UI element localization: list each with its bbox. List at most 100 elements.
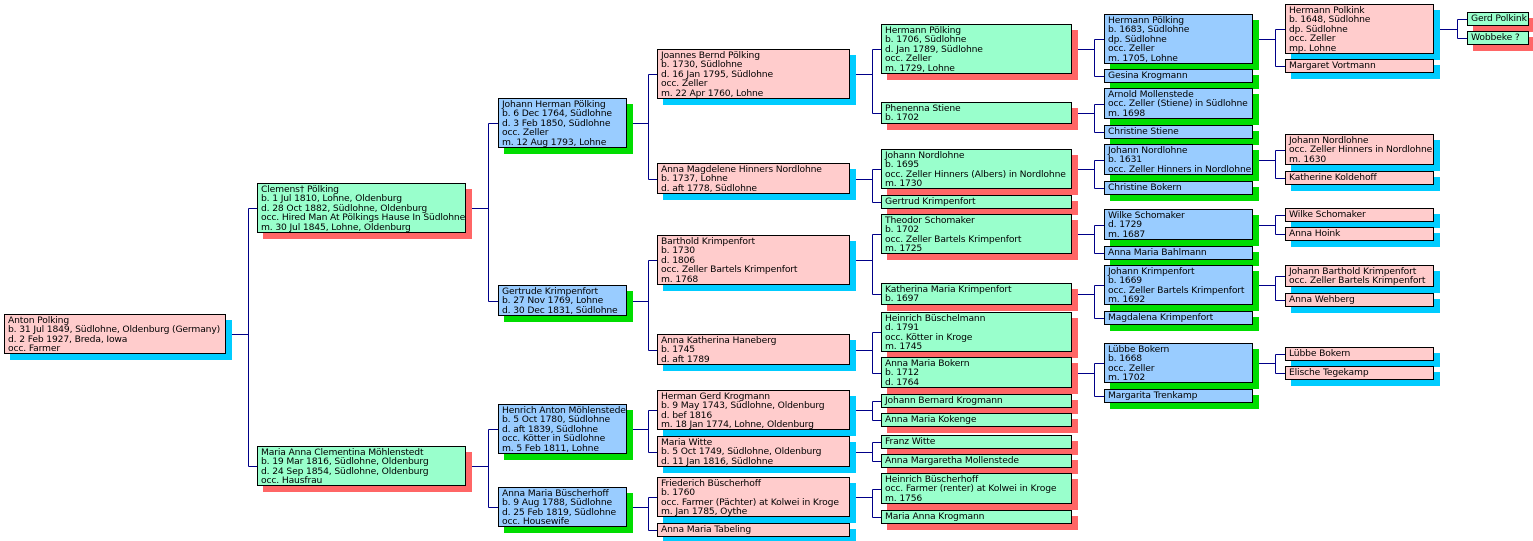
- person-box-magdalena-krimpenfort[interactable]: Magdalena Krimpenfort: [1104, 311, 1253, 325]
- person-detail: b. 1737, Lohne: [661, 173, 728, 185]
- person-name: Arnold Mollenstede: [1108, 89, 1194, 100]
- person-name: Hermann Polkink: [1289, 5, 1365, 16]
- person-box-anna-wehberg[interactable]: Anna Wehberg: [1285, 293, 1434, 307]
- person-detail: dp. Südlohne: [1108, 33, 1167, 45]
- person-detail: b. 1730: [661, 245, 696, 257]
- person-detail: d. aft 1839, Südlohne: [502, 423, 598, 435]
- person-detail: b. 1669: [1108, 275, 1143, 287]
- person-box-wilke-schomaker[interactable]: Wilke Schomaker: [1285, 208, 1434, 222]
- person-detail: m. 30 Jul 1845, Lohne, Oldenburg: [261, 221, 411, 233]
- person-detail: m. 1687: [1108, 228, 1146, 240]
- person-detail: occ. Zeller Bartels Krimpenfort: [1289, 275, 1426, 287]
- person-box-johann-bernard-krogmann[interactable]: Johann Bernard Krogmann: [881, 394, 1072, 408]
- person-detail: m. 1725: [885, 243, 923, 254]
- person-name: Joannes Bernd Pölking: [661, 50, 760, 61]
- person-name: Anna Maria Kokenge: [885, 414, 977, 425]
- person-detail: b. 1760: [661, 487, 696, 499]
- person-detail: occ. Zeller Bartels Krimpenfort: [1108, 284, 1245, 296]
- person-name: Elische Tegekamp: [1289, 367, 1369, 378]
- person-box-maria-anna-krogmann[interactable]: Maria Anna Krogmann: [881, 510, 1072, 524]
- person-detail: b. 1702: [885, 224, 920, 236]
- person-name: Anna Maria Bahlmann: [1108, 247, 1207, 258]
- person-detail: d. 3 Feb 1850, Südlohne: [502, 117, 611, 129]
- person-detail: b. 6 Dec 1764, Südlohne: [502, 108, 612, 120]
- person-box-katherine-koldehoff[interactable]: Katherine Koldehoff: [1285, 171, 1434, 185]
- person-detail: d. 1764: [885, 376, 920, 388]
- person-detail: occ. Zeller Bartels Krimpenfort: [661, 264, 798, 276]
- person-name: Gesina Krogmann: [1108, 70, 1188, 81]
- person-name: Phenenna Stiene: [885, 103, 961, 114]
- person-box-lubbe-bokern[interactable]: Lübbe Bokern: [1285, 347, 1434, 361]
- person-name: Johann Nordlohne: [1289, 135, 1369, 146]
- person-name: Johann Nordlohne: [1108, 145, 1188, 156]
- person-box-anna-hoink[interactable]: Anna Hoink: [1285, 227, 1434, 241]
- person-name: Katherine Koldehoff: [1289, 172, 1377, 183]
- person-detail: d. 1729: [1108, 219, 1143, 231]
- person-box-franz-witte[interactable]: Franz Witte: [881, 435, 1072, 449]
- person-detail: d. 1791: [885, 322, 920, 334]
- person-box-margaret-vortmann[interactable]: Margaret Vortmann: [1285, 59, 1434, 73]
- person-name: Wobbeke ?: [1471, 32, 1520, 43]
- person-box-anna-maria-bahlmann[interactable]: Anna Maria Bahlmann: [1104, 246, 1253, 260]
- person-name: Anna Hoink: [1289, 228, 1341, 239]
- person-box-wobbeke[interactable]: Wobbeke ?: [1467, 31, 1529, 45]
- person-box-elische-tegekamp[interactable]: Elische Tegekamp: [1285, 366, 1434, 380]
- person-detail: m. 1702: [1108, 372, 1146, 383]
- person-detail: occ. Housewife: [502, 516, 570, 527]
- person-name: Magdalena Krimpenfort: [1108, 312, 1214, 323]
- person-box-anna-maria-tabeling[interactable]: Anna Maria Tabeling: [657, 523, 850, 537]
- person-name: Heinrich Büscherhoff: [885, 474, 979, 485]
- person-name: Hermann Pölking: [885, 25, 961, 36]
- person-detail: m. 1630: [1289, 153, 1327, 165]
- person-name: Anna Margaretha Mollenstede: [885, 455, 1019, 466]
- person-box-gerd-polkink[interactable]: Gerd Polkink: [1467, 12, 1529, 26]
- person-name: Barthold Krimpenfort: [661, 236, 755, 247]
- person-box-anna-margaretha-mollenstede[interactable]: Anna Margaretha Mollenstede: [881, 454, 1072, 468]
- person-detail: d. 16 Jan 1795, Südlohne: [661, 68, 773, 80]
- person-name: Hermann Pölking: [1108, 15, 1184, 26]
- person-detail: b. 1730, Südlohne: [661, 59, 743, 71]
- person-box-gesina-krogmann[interactable]: Gesina Krogmann: [1104, 69, 1253, 83]
- person-detail: b. 5 Oct 1749, Südlohne, Oldenburg: [661, 446, 822, 458]
- person-box-margarita-trenkamp[interactable]: Margarita Trenkamp: [1104, 389, 1253, 403]
- person-box-christine-bokern[interactable]: Christine Bokern: [1104, 181, 1253, 195]
- person-box-christine-stiene[interactable]: Christine Stiene: [1104, 125, 1253, 139]
- person-box-gertrud-krimpenfort[interactable]: Gertrud Krimpenfort: [881, 195, 1072, 209]
- person-detail: occ. Zeller (Stiene) in Südlohne: [1108, 98, 1248, 110]
- person-detail: occ. Zeller: [661, 78, 708, 90]
- person-box-anna-maria-kokenge[interactable]: Anna Maria Kokenge: [881, 413, 1072, 427]
- person-detail: b. 1695: [885, 159, 920, 171]
- person-detail: m. 1768: [661, 273, 699, 285]
